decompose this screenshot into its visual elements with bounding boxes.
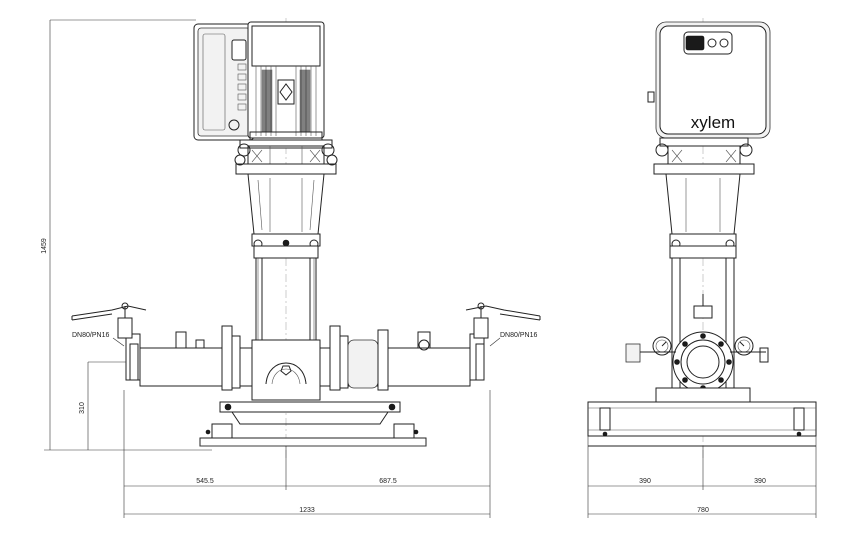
pump-head-front <box>247 173 325 249</box>
pump-base-casing <box>251 339 321 401</box>
dimensions-side <box>587 436 817 518</box>
dim-length: 1233 <box>299 507 315 514</box>
valve-left <box>71 302 147 339</box>
motor-front <box>193 21 325 141</box>
pump-head-side <box>665 173 741 249</box>
flange-label-left: DN80/PN16 <box>72 332 109 339</box>
baseframe-side <box>587 387 817 447</box>
dim-height-axis: 310 <box>79 402 86 414</box>
valve-right <box>465 302 541 339</box>
flange-label-right: DN80/PN16 <box>500 332 537 339</box>
dim-height-total: 1459 <box>41 238 48 254</box>
pipe-flange-side <box>672 294 734 393</box>
side-view: xylem <box>587 18 817 518</box>
drive-cover-side <box>647 21 771 139</box>
dim-left: 545.5 <box>196 478 214 485</box>
dim-half-left: 390 <box>639 478 651 485</box>
dimensions-front <box>44 19 501 518</box>
brand-logo: xylem <box>691 113 735 132</box>
motor-stool-side <box>653 137 755 175</box>
gauges-side <box>625 336 769 363</box>
dim-right: 687.5 <box>379 478 397 485</box>
dim-half-right: 390 <box>754 478 766 485</box>
baseframe-front <box>199 401 427 447</box>
pipework-front <box>125 325 485 391</box>
pump-stack-front <box>253 245 319 341</box>
front-view: 1459 310 DN80/PN16 DN80/PN16 545.5 687.5… <box>41 18 541 518</box>
dim-width: 780 <box>697 507 709 514</box>
